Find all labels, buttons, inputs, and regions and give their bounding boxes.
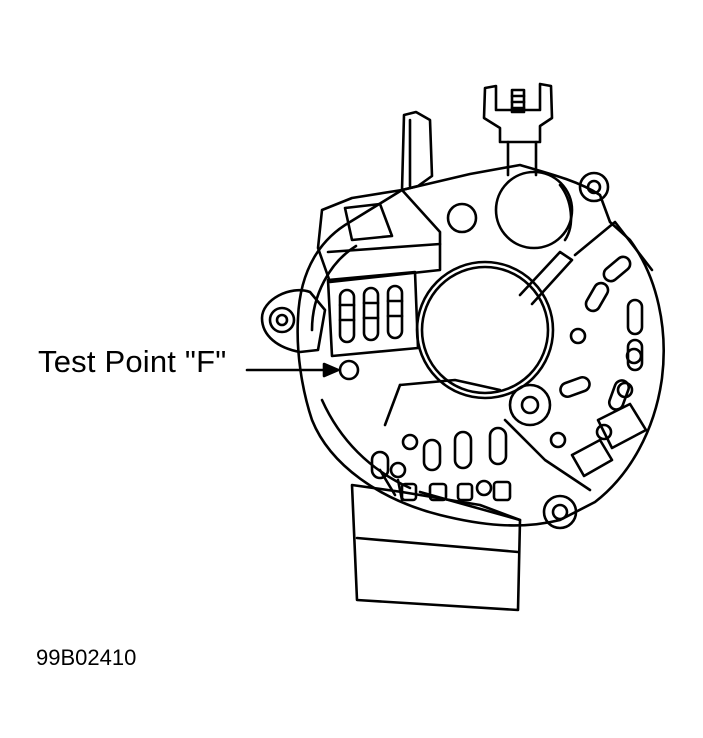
rectifier-block — [326, 270, 420, 358]
mounting-bracket — [350, 483, 522, 612]
rear-housing — [296, 163, 665, 527]
lower-right-bolt — [542, 494, 578, 530]
top-terminal — [482, 82, 554, 144]
b-terminal-boss — [494, 170, 574, 250]
bearing-hub — [420, 265, 550, 395]
left-mount-bolt — [268, 306, 296, 334]
test-point-f-marker — [338, 359, 360, 381]
callout-arrowhead — [322, 362, 340, 378]
test-point-callout-label: Test Point "F" — [38, 344, 227, 379]
wiring-plug — [400, 110, 434, 192]
figure-id: 99B02410 — [36, 645, 137, 670]
left-mount-ear — [260, 289, 327, 354]
upper-right-bolt — [578, 171, 610, 203]
